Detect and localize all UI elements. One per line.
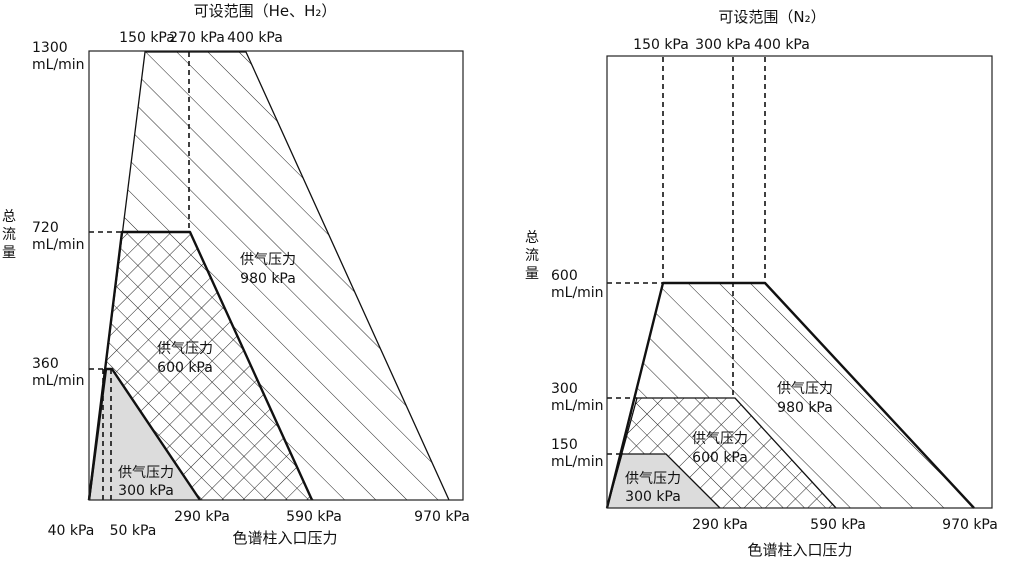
right-flow-600: 600 bbox=[551, 268, 578, 284]
left-ylabel-2: 流 bbox=[2, 227, 16, 243]
left-xtick-590: 590 kPa bbox=[286, 509, 342, 525]
left-boundary-300 bbox=[87, 367, 201, 501]
left-flow-360-unit: mL/min bbox=[32, 373, 85, 389]
left-region-600-name: 供气压力 bbox=[157, 341, 213, 357]
right-xtick-290: 290 kPa bbox=[692, 517, 748, 533]
left-xtick-970: 970 kPa bbox=[414, 509, 470, 525]
right-ylabel-1: 总 bbox=[525, 230, 539, 246]
left-flow-720-unit: mL/min bbox=[32, 237, 85, 253]
left-top-pressure-3: 400 kPa bbox=[227, 30, 283, 46]
left-flow-720: 720 bbox=[32, 220, 59, 236]
right-title: 可设范围（N₂） bbox=[718, 8, 825, 26]
left-ylabel-3: 量 bbox=[2, 245, 16, 261]
left-region-980-value: 980 kPa bbox=[240, 271, 296, 287]
right-region-300-name: 供气压力 bbox=[625, 471, 681, 487]
left-region-980-name: 供气压力 bbox=[240, 252, 296, 268]
left-xtick-40: 40 kPa bbox=[48, 523, 95, 539]
right-region-600-name: 供气压力 bbox=[692, 431, 748, 447]
left-region-300-name: 供气压力 bbox=[118, 465, 174, 481]
right-boundary-980 bbox=[605, 281, 975, 509]
left-ylabel-1: 总 bbox=[2, 209, 16, 225]
right-boundary-300 bbox=[606, 453, 721, 509]
left-region-300-value: 300 kPa bbox=[118, 483, 174, 499]
left-flow-1300: 1300 bbox=[32, 40, 68, 56]
left-xtick-290: 290 kPa bbox=[174, 509, 230, 525]
right-top-pressure-3: 400 kPa bbox=[754, 37, 810, 53]
left-title: 可设范围（He、H₂） bbox=[194, 2, 337, 20]
right-chart: 可设范围（N₂） 150 kPa 300 kPa 400 kPa 600 mL/… bbox=[525, 8, 998, 559]
right-region-300 bbox=[607, 454, 720, 508]
left-xtick-50: 50 kPa bbox=[110, 523, 157, 539]
left-flow-1300-unit: mL/min bbox=[32, 57, 85, 73]
right-xtick-970: 970 kPa bbox=[942, 517, 998, 533]
right-region-980-name: 供气压力 bbox=[777, 381, 833, 397]
right-top-pressure-2: 300 kPa bbox=[695, 37, 751, 53]
right-flow-600-unit: mL/min bbox=[551, 285, 604, 301]
left-top-pressure-1: 150 kPa bbox=[119, 30, 175, 46]
right-xtick-590: 590 kPa bbox=[810, 517, 866, 533]
left-chart: 可设范围（He、H₂） 150 kPa 270 kPa 400 kPa 1300… bbox=[2, 2, 470, 547]
left-frame bbox=[88, 50, 464, 501]
right-ylabel-2: 流 bbox=[525, 248, 539, 264]
left-boundary-600 bbox=[87, 230, 314, 501]
right-flow-300-unit: mL/min bbox=[551, 398, 604, 414]
right-flow-150: 150 bbox=[551, 437, 578, 453]
right-boundary-600 bbox=[606, 397, 837, 509]
right-flow-150-unit: mL/min bbox=[551, 454, 604, 470]
left-xlabel: 色谱柱入口压力 bbox=[232, 529, 337, 547]
right-flow-300: 300 bbox=[551, 381, 578, 397]
left-top-pressure-2: 270 kPa bbox=[169, 30, 225, 46]
left-region-600-value: 600 kPa bbox=[157, 360, 213, 376]
left-flow-360: 360 bbox=[32, 356, 59, 372]
right-region-600-value: 600 kPa bbox=[692, 450, 748, 466]
right-frame bbox=[606, 55, 993, 509]
left-region-300 bbox=[89, 369, 200, 500]
right-top-pressure-1: 150 kPa bbox=[633, 37, 689, 53]
right-region-980-value: 980 kPa bbox=[777, 400, 833, 416]
right-ylabel-3: 量 bbox=[525, 266, 539, 282]
right-xlabel: 色谱柱入口压力 bbox=[747, 541, 852, 559]
right-region-300-value: 300 kPa bbox=[625, 489, 681, 505]
